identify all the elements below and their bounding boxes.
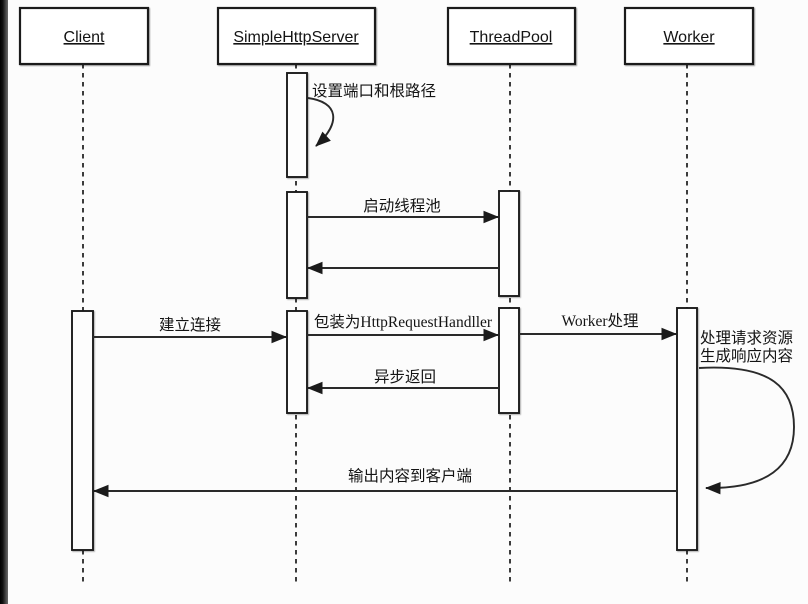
actor-label-simplehttpserver: SimpleHttpServer (233, 29, 359, 46)
activation-server-init (286, 72, 308, 178)
message-label-set-port: 设置端口和根路径 (312, 82, 436, 100)
activation-server-request (286, 310, 308, 414)
message-label-async-return: 异步返回 (374, 368, 436, 386)
message-label-worker-handle: Worker处理 (561, 312, 638, 330)
activation-client (71, 310, 94, 551)
actor-box-client (18, 6, 150, 66)
activation-threadpool-start (498, 190, 520, 297)
self-message-set-port-arrow (307, 97, 335, 147)
activation-threadpool-request (498, 307, 520, 414)
actor-box-threadpool (446, 6, 577, 66)
activation-worker (676, 307, 698, 551)
left-edge-bar (0, 0, 8, 604)
message-label-wrap-handler: 包装为HttpRequestHandller (314, 313, 493, 331)
message-label-start-thread-pool: 启动线程池 (363, 197, 441, 215)
message-label-worker-process-line2: 生成响应内容 (700, 346, 793, 365)
actor-label-threadpool: ThreadPool (470, 29, 553, 46)
self-message-worker-process-arrow (698, 366, 795, 495)
activation-server-startpool (286, 191, 308, 299)
actor-box-simplehttpserver (216, 6, 377, 66)
message-label-establish-connection: 建立连接 (159, 316, 221, 334)
message-label-output-to-client: 输出内容到客户端 (348, 467, 472, 485)
actor-box-worker (623, 6, 755, 66)
actor-label-client: Client (64, 29, 105, 46)
actor-label-worker: Worker (663, 29, 715, 46)
message-label-worker-process-line1: 处理请求资源 (700, 329, 793, 347)
